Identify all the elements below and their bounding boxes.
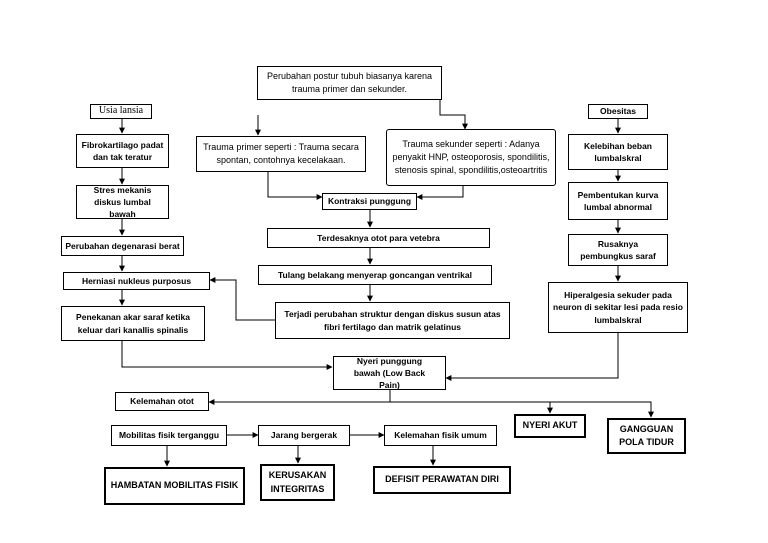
node-kelemahan-fisik: Kelemahan fisik umum — [384, 425, 497, 446]
node-usia-lansia: Usia lansia — [90, 104, 152, 119]
node-jarang-bergerak: Jarang bergerak — [258, 425, 350, 446]
node-mobilitas: Mobilitas fisik terganggu — [111, 425, 227, 446]
node-terdesaknya: Terdesaknya otot para vetebra — [267, 228, 490, 248]
node-herniasi: Herniasi nukleus purposus — [63, 272, 210, 290]
node-fibrokartilago: Fibrokartilago padat dan tak teratur — [76, 134, 169, 168]
node-kerusakan: KERUSAKAN INTEGRITAS — [260, 464, 335, 501]
node-hiperalgesia: Hiperalgesia sekuder pada neuron di seki… — [548, 282, 688, 333]
node-perubahan-degenerasi: Perubahan degenarasi berat — [61, 236, 184, 256]
node-trauma-primer: Trauma primer seperti : Trauma secara sp… — [196, 136, 366, 172]
node-obesitas: Obesitas — [588, 104, 648, 119]
node-nyeri-punggung: Nyeri punggung bawah (Low Back Pain) — [333, 356, 446, 390]
node-kelemahan-otot: Kelemahan otot — [115, 392, 209, 411]
node-perubahan-postur: Perubahan postur tubuh biasanya karena t… — [257, 66, 442, 100]
node-rusaknya: Rusaknya pembungkus saraf — [568, 234, 668, 266]
node-kontraksi: Kontraksi punggung — [322, 193, 417, 210]
node-penekanan-akar: Penekanan akar saraf ketika keluar dari … — [61, 306, 205, 341]
node-terjadi-perubahan: Terjadi perubahan struktur dengan diskus… — [275, 302, 510, 339]
node-tulang-belakang: Tulang belakang menyerap goncangan ventr… — [258, 265, 492, 285]
node-stres-mekanis: Stres mekanis diskus lumbal bawah — [76, 185, 169, 219]
node-nyeri-akut: NYERI AKUT — [514, 414, 586, 438]
node-pembentukan-kurva: Pembentukan kurva lumbal abnormal — [568, 182, 668, 220]
node-hambatan: HAMBATAN MOBILITAS FISIK — [104, 467, 245, 505]
node-trauma-sekunder: Trauma sekunder seperti : Adanya penyaki… — [386, 129, 556, 186]
node-gangguan-pola: GANGGUAN POLA TIDUR — [607, 418, 686, 454]
node-defisit: DEFISIT PERAWATAN DIRI — [373, 466, 511, 494]
node-kelebihan-beban: Kelebihan beban lumbalskral — [568, 134, 668, 170]
